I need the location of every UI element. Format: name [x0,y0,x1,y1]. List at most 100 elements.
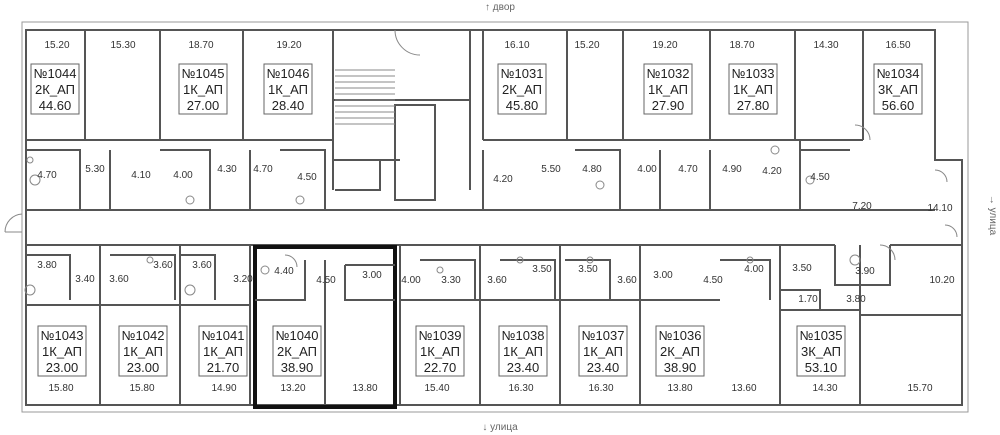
apartment-label-box [272,325,322,377]
apartment-label-box [655,325,705,377]
apartment-label-box [178,63,228,115]
apartment-label-box [643,63,693,115]
apartment-number: №1044 [34,66,77,81]
highlighted-apartment-outline [253,245,397,409]
apartment-area: 23.00 [127,360,160,375]
apartment-area: 23.00 [46,360,79,375]
apartment-area: 27.00 [187,98,220,113]
room-area: 3.00 [653,270,673,281]
room-area: 3.20 [233,274,253,285]
apartment-type: 1К_АП [42,344,82,359]
apartment-area: 38.90 [281,360,314,375]
room-area: 4.00 [637,164,657,175]
fixtures [24,145,861,296]
apartment-label-box [498,325,548,377]
room-area: 5.50 [541,164,561,175]
apartment-type: 2К_АП [660,344,700,359]
apartment-label-box [497,63,547,115]
room-area: 4.80 [582,164,602,175]
apartment-number: №1038 [502,328,545,343]
room-area: 16.30 [588,383,613,394]
apartment-type: 3К_АП [878,82,918,97]
apartment-type: 1К_АП [583,344,623,359]
room-area: 4.20 [493,174,513,185]
apartment-number: №1037 [582,328,625,343]
apartment-area: 21.70 [207,360,240,375]
room-area: 14.30 [813,40,838,51]
apartment-number: №1045 [182,66,225,81]
room-area: 15.30 [110,40,135,51]
room-area: 4.70 [678,164,698,175]
room-area: 4.00 [173,170,193,181]
apartment-label-box [37,325,87,377]
room-area: 18.70 [188,40,213,51]
apartment-label-box [728,63,778,115]
room-area: 15.70 [907,383,932,394]
room-area: 15.80 [129,383,154,394]
apartment-labels: №10442К_АП44.60№10451К_АП27.00№10461К_АП… [30,63,923,377]
apartment-type: 1К_АП [268,82,308,97]
apartment-number: №1042 [122,328,165,343]
room-area: 3.40 [75,274,95,285]
apartment-label-box [578,325,628,377]
room-area: 4.10 [131,170,151,181]
room-area: 1.70 [798,294,818,305]
apartment-number: №1046 [267,66,310,81]
room-area: 13.80 [352,383,377,394]
room-area: 3.60 [487,275,507,286]
apartment-number: №1041 [202,328,245,343]
room-area: 3.80 [846,294,866,305]
door-swings [4,29,958,268]
apartment-type: 1К_АП [648,82,688,97]
apartment-label-box [415,325,465,377]
apartment-label-box [263,63,313,115]
room-area: 13.60 [731,383,756,394]
apartment-type: 2К_АП [502,82,542,97]
room-area: 5.30 [85,164,105,175]
apartment-number: №1040 [276,328,319,343]
apartment-number: №1031 [501,66,544,81]
room-area: 19.20 [276,40,301,51]
room-area: 3.80 [37,260,57,271]
room-area: 15.20 [44,40,69,51]
apartment-number: №1032 [647,66,690,81]
highlighted-apartment-interior-walls [255,260,395,405]
apartment-label-box [873,63,923,115]
room-area: 3.30 [441,275,461,286]
room-area: 4.40 [274,266,294,277]
apartment-type: 1К_АП [733,82,773,97]
walls [21,21,969,413]
room-area: 3.60 [153,260,173,271]
direction-top: ↑ двор [485,2,515,13]
apartment-area: 27.90 [652,98,685,113]
apartment-type: 1К_АП [203,344,243,359]
room-area: 4.50 [316,275,336,286]
room-area: 4.00 [401,275,421,286]
room-area: 4.50 [810,172,830,183]
room-area: 3.00 [362,270,382,281]
room-area: 4.50 [703,275,723,286]
direction-bottom: ↓ улица [482,422,518,433]
apartment-type: 1К_АП [503,344,543,359]
apartment-label-box [796,325,846,377]
room-area: 16.30 [508,383,533,394]
direction-right: → улица [987,195,998,236]
apartment-number: №1039 [419,328,462,343]
apartment-area: 44.60 [39,98,72,113]
room-area: 4.30 [217,164,237,175]
room-area: 4.70 [253,164,273,175]
room-area: 19.20 [652,40,677,51]
apartment-type: 2К_АП [35,82,75,97]
apartment-area: 38.90 [664,360,697,375]
room-area: 18.70 [729,40,754,51]
